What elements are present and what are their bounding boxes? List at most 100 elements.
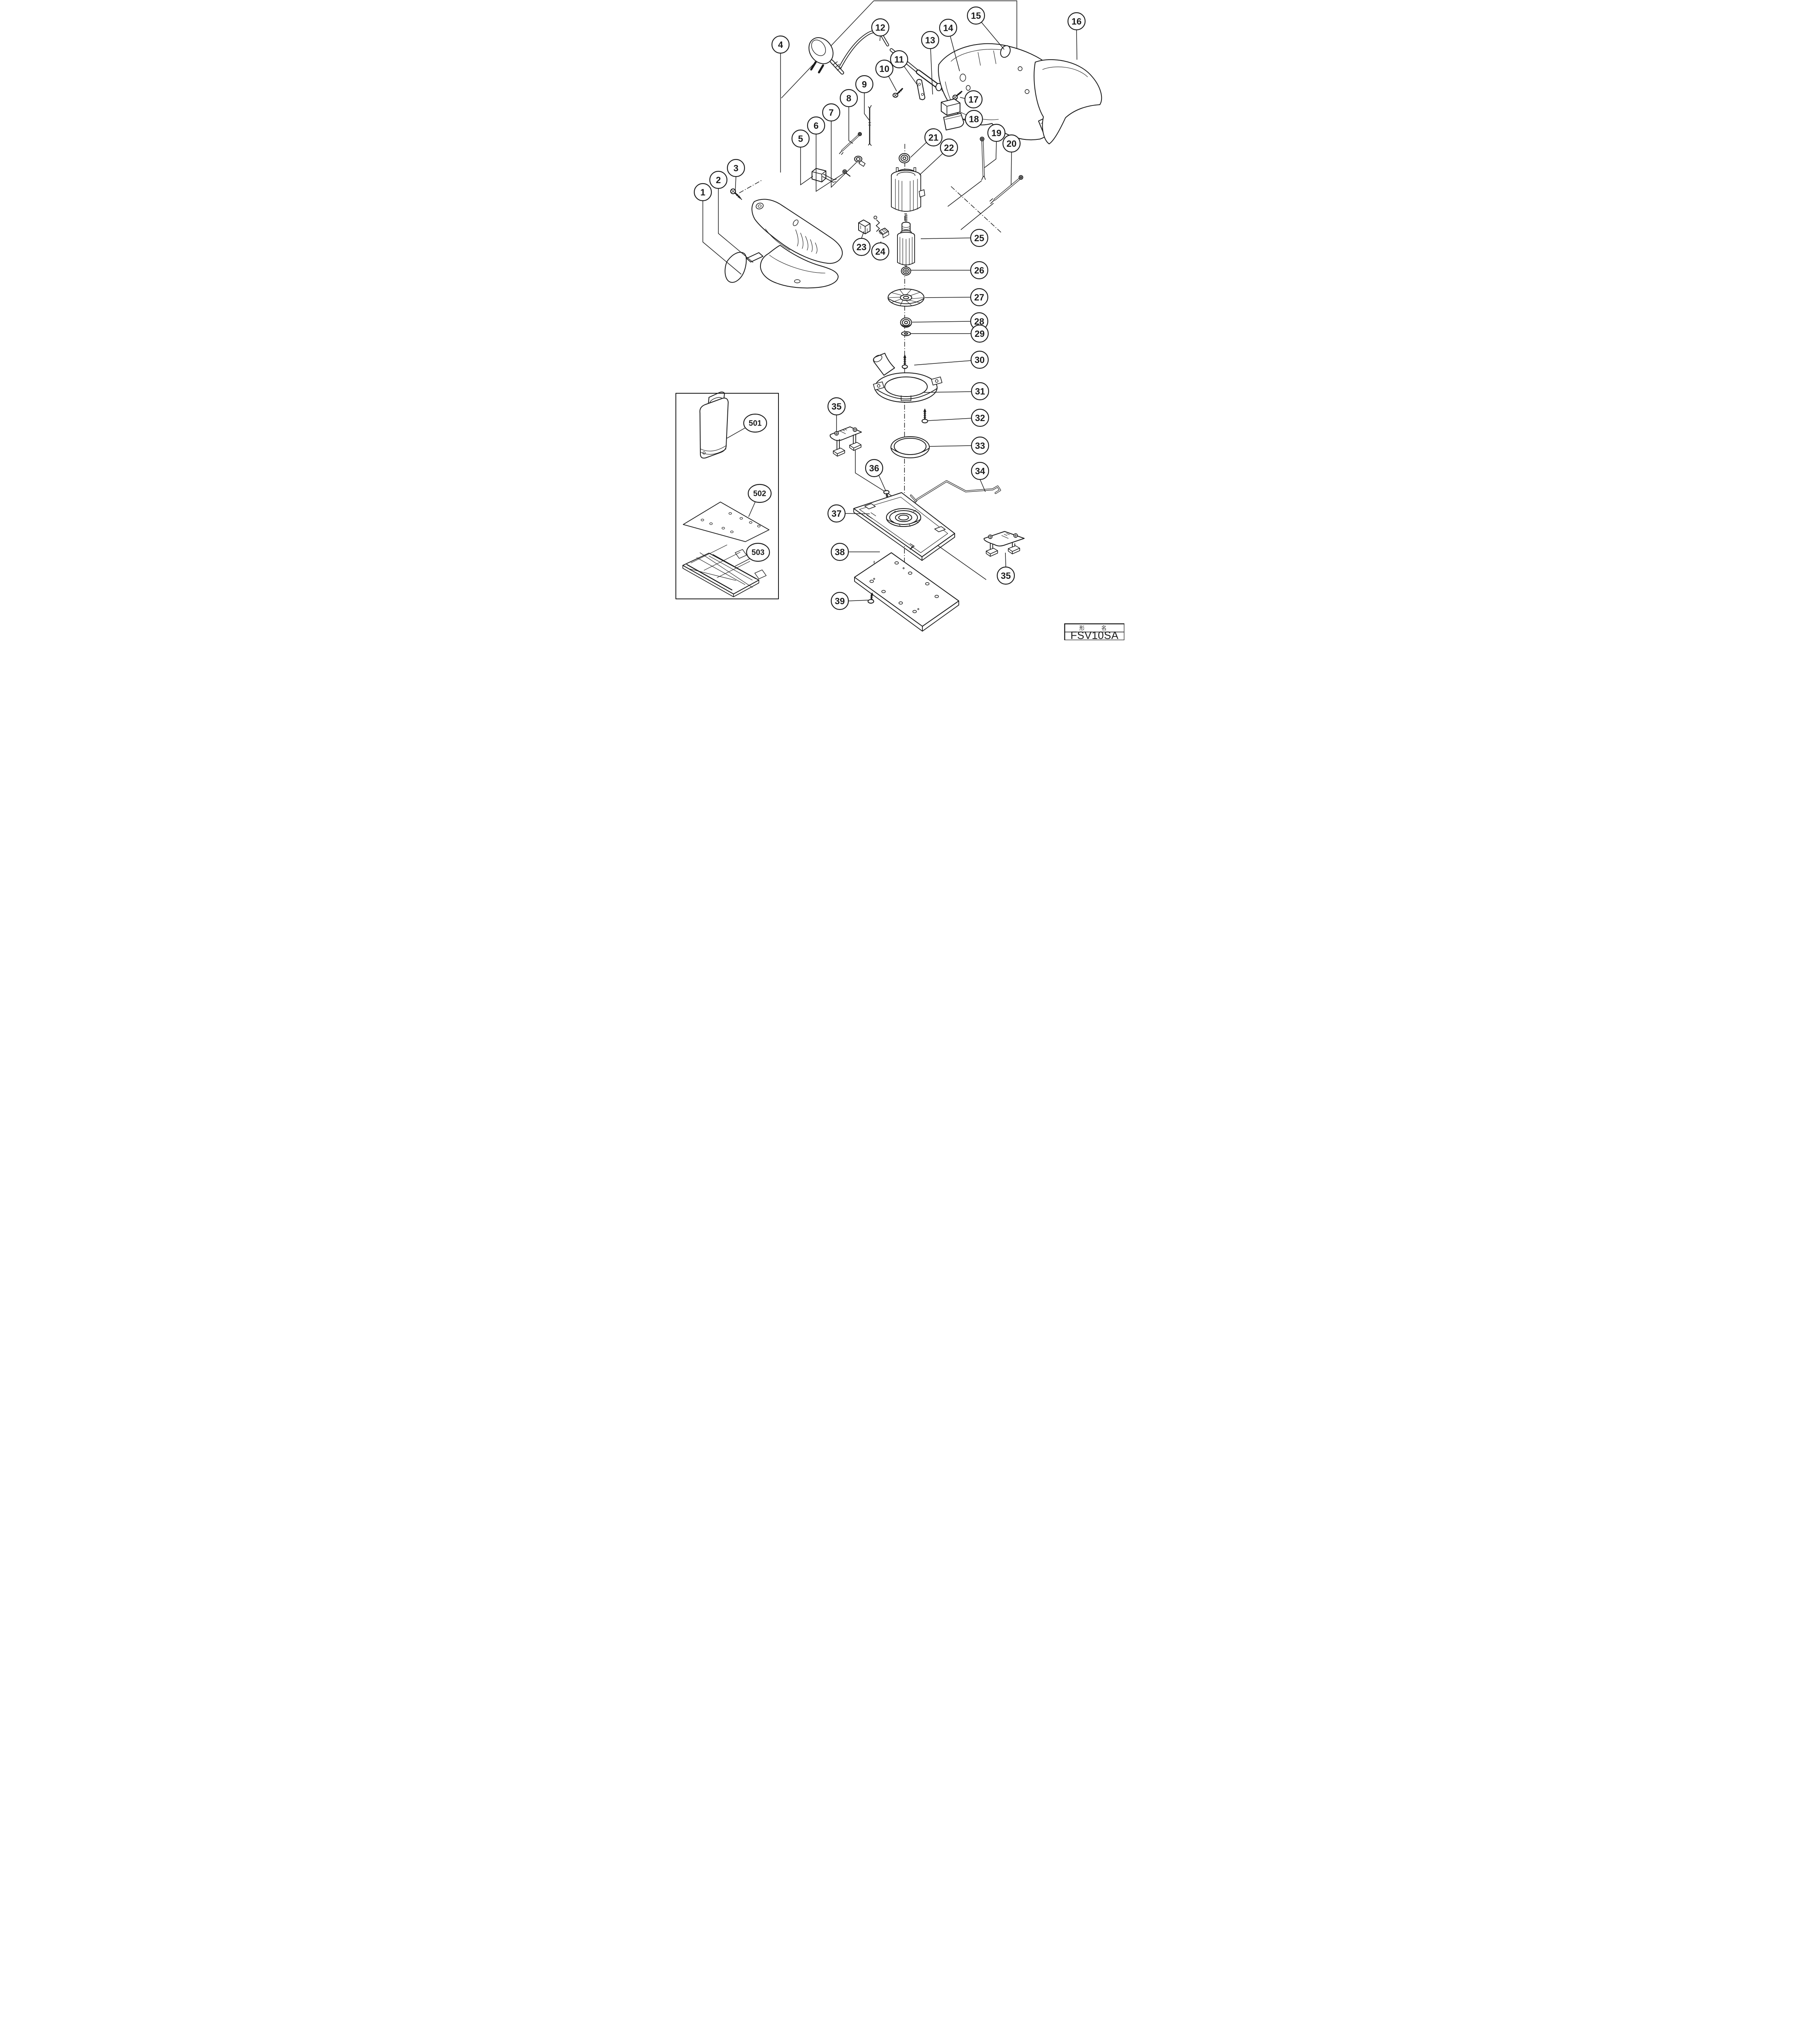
callout-12: 12: [871, 18, 890, 41]
callout-27: 27: [924, 288, 989, 307]
carbon-brush-24: [873, 215, 889, 238]
callout-28-leader: [912, 321, 971, 323]
callout-15: 15: [967, 6, 1005, 50]
line-dashdot: [739, 180, 762, 193]
plug: [808, 37, 844, 75]
callout-39-bubble: [830, 592, 849, 610]
stator-22: [891, 167, 925, 212]
callout-9-bubble: [855, 75, 874, 94]
callout-16: 16: [1067, 12, 1086, 60]
callout-27-number: 27: [974, 292, 984, 303]
callout-15-leader: [981, 22, 1005, 50]
callout-25-leader: [920, 238, 971, 239]
callout-8-bubble: [839, 89, 858, 108]
callout-36: 36: [865, 459, 886, 492]
cord-clip-11: [916, 79, 925, 100]
callout-17-bubble: [964, 90, 983, 109]
callout-20-bubble: [1002, 134, 1021, 153]
callout-24-number: 24: [875, 247, 886, 257]
callout-30: 30: [914, 350, 989, 369]
callout-14-number: 14: [943, 23, 953, 33]
callout-22: 22: [919, 138, 958, 175]
callout-6: 6: [807, 116, 843, 192]
callout-6-leader: [816, 134, 843, 192]
callout-34-leader: [980, 479, 986, 492]
callout-21: 21: [910, 128, 943, 158]
line-dashdot: [951, 186, 1002, 233]
lead-wire-8: [839, 132, 862, 155]
callout-36-number: 36: [869, 463, 879, 473]
callout-21-bubble: [924, 128, 943, 147]
callout-501-bubble: [743, 413, 767, 433]
model-name: FSV10SA: [1070, 629, 1119, 640]
motor-housing-body: [751, 199, 843, 289]
callout-502-leader: [748, 502, 756, 517]
screw-10: [893, 88, 903, 98]
callout-502-bubble: [747, 484, 772, 503]
callout-3-number: 3: [734, 163, 738, 173]
callout-31-bubble: [971, 382, 989, 401]
line-solid: [855, 450, 892, 496]
parts-layer: [675, 30, 1102, 632]
callout-33-bubble: [971, 436, 989, 455]
callout-19-leader: [984, 141, 997, 168]
callout-15-bubble: [967, 6, 985, 25]
callout-13: 13: [921, 31, 940, 95]
callout-8-number: 8: [846, 93, 851, 103]
callout-14-leader: [950, 36, 960, 72]
callout-5-number: 5: [798, 134, 803, 144]
ball-bearing-26: [901, 267, 911, 276]
callout-18-number: 18: [969, 114, 979, 124]
callout-3-bubble: [727, 159, 745, 177]
armature-25: [897, 213, 915, 276]
lead-wire-19: [980, 137, 986, 180]
callout-2-number: 2: [716, 175, 721, 185]
callout-37: 37: [827, 504, 870, 523]
callout-1: 1: [693, 183, 742, 275]
fan-27: [888, 289, 924, 307]
callout-8-leader: [848, 107, 853, 144]
paper-holder-35-right: [983, 531, 1025, 557]
callout-38-number: 38: [835, 547, 845, 557]
callout-33: 33: [929, 436, 989, 455]
callout-34-number: 34: [975, 466, 985, 476]
callout-25: 25: [920, 229, 989, 247]
callout-19-bubble: [987, 123, 1006, 142]
callout-24: 24: [871, 241, 890, 261]
callout-501: 501: [727, 413, 767, 439]
screw-3: [730, 188, 742, 200]
exploded-diagram-canvas: 1234567891011121314151617181920212223242…: [675, 0, 1124, 640]
callout-501-leader: [727, 428, 745, 439]
callout-4-number: 4: [778, 40, 783, 50]
ball-bearing-28: [900, 317, 912, 328]
callout-9: 9: [855, 75, 874, 121]
callout-7-leader: [831, 121, 857, 188]
callout-39: 39: [830, 592, 869, 610]
callout-14-bubble: [939, 18, 958, 37]
callout-20-number: 20: [1007, 139, 1016, 149]
callout-10-bubble: [875, 59, 894, 78]
callout-26: 26: [911, 261, 989, 280]
callout-35-leader: [1005, 552, 1006, 567]
callout-19-number: 19: [991, 128, 1001, 138]
callout-7: 7: [822, 103, 857, 188]
callout-2-bubble: [709, 170, 728, 189]
screw-30: [902, 354, 908, 369]
callout-7-bubble: [822, 103, 841, 122]
line-solid: [960, 203, 994, 230]
callout-39-number: 39: [835, 596, 845, 606]
callout-31: 31: [924, 382, 989, 401]
callout-32: 32: [928, 408, 989, 427]
callout-10: 10: [875, 59, 897, 92]
callout-37-number: 37: [832, 509, 841, 519]
callout-26-number: 26: [974, 265, 984, 276]
callout-32-leader: [928, 418, 972, 421]
seal-ring-33: [891, 436, 930, 458]
callout-34-bubble: [971, 462, 989, 480]
title-block: 形 名 FSV10SA: [1064, 623, 1124, 640]
callout-13-number: 13: [925, 35, 935, 45]
callout-7-number: 7: [829, 108, 834, 118]
callout-14: 14: [939, 18, 960, 72]
callout-3: 3: [727, 159, 745, 194]
